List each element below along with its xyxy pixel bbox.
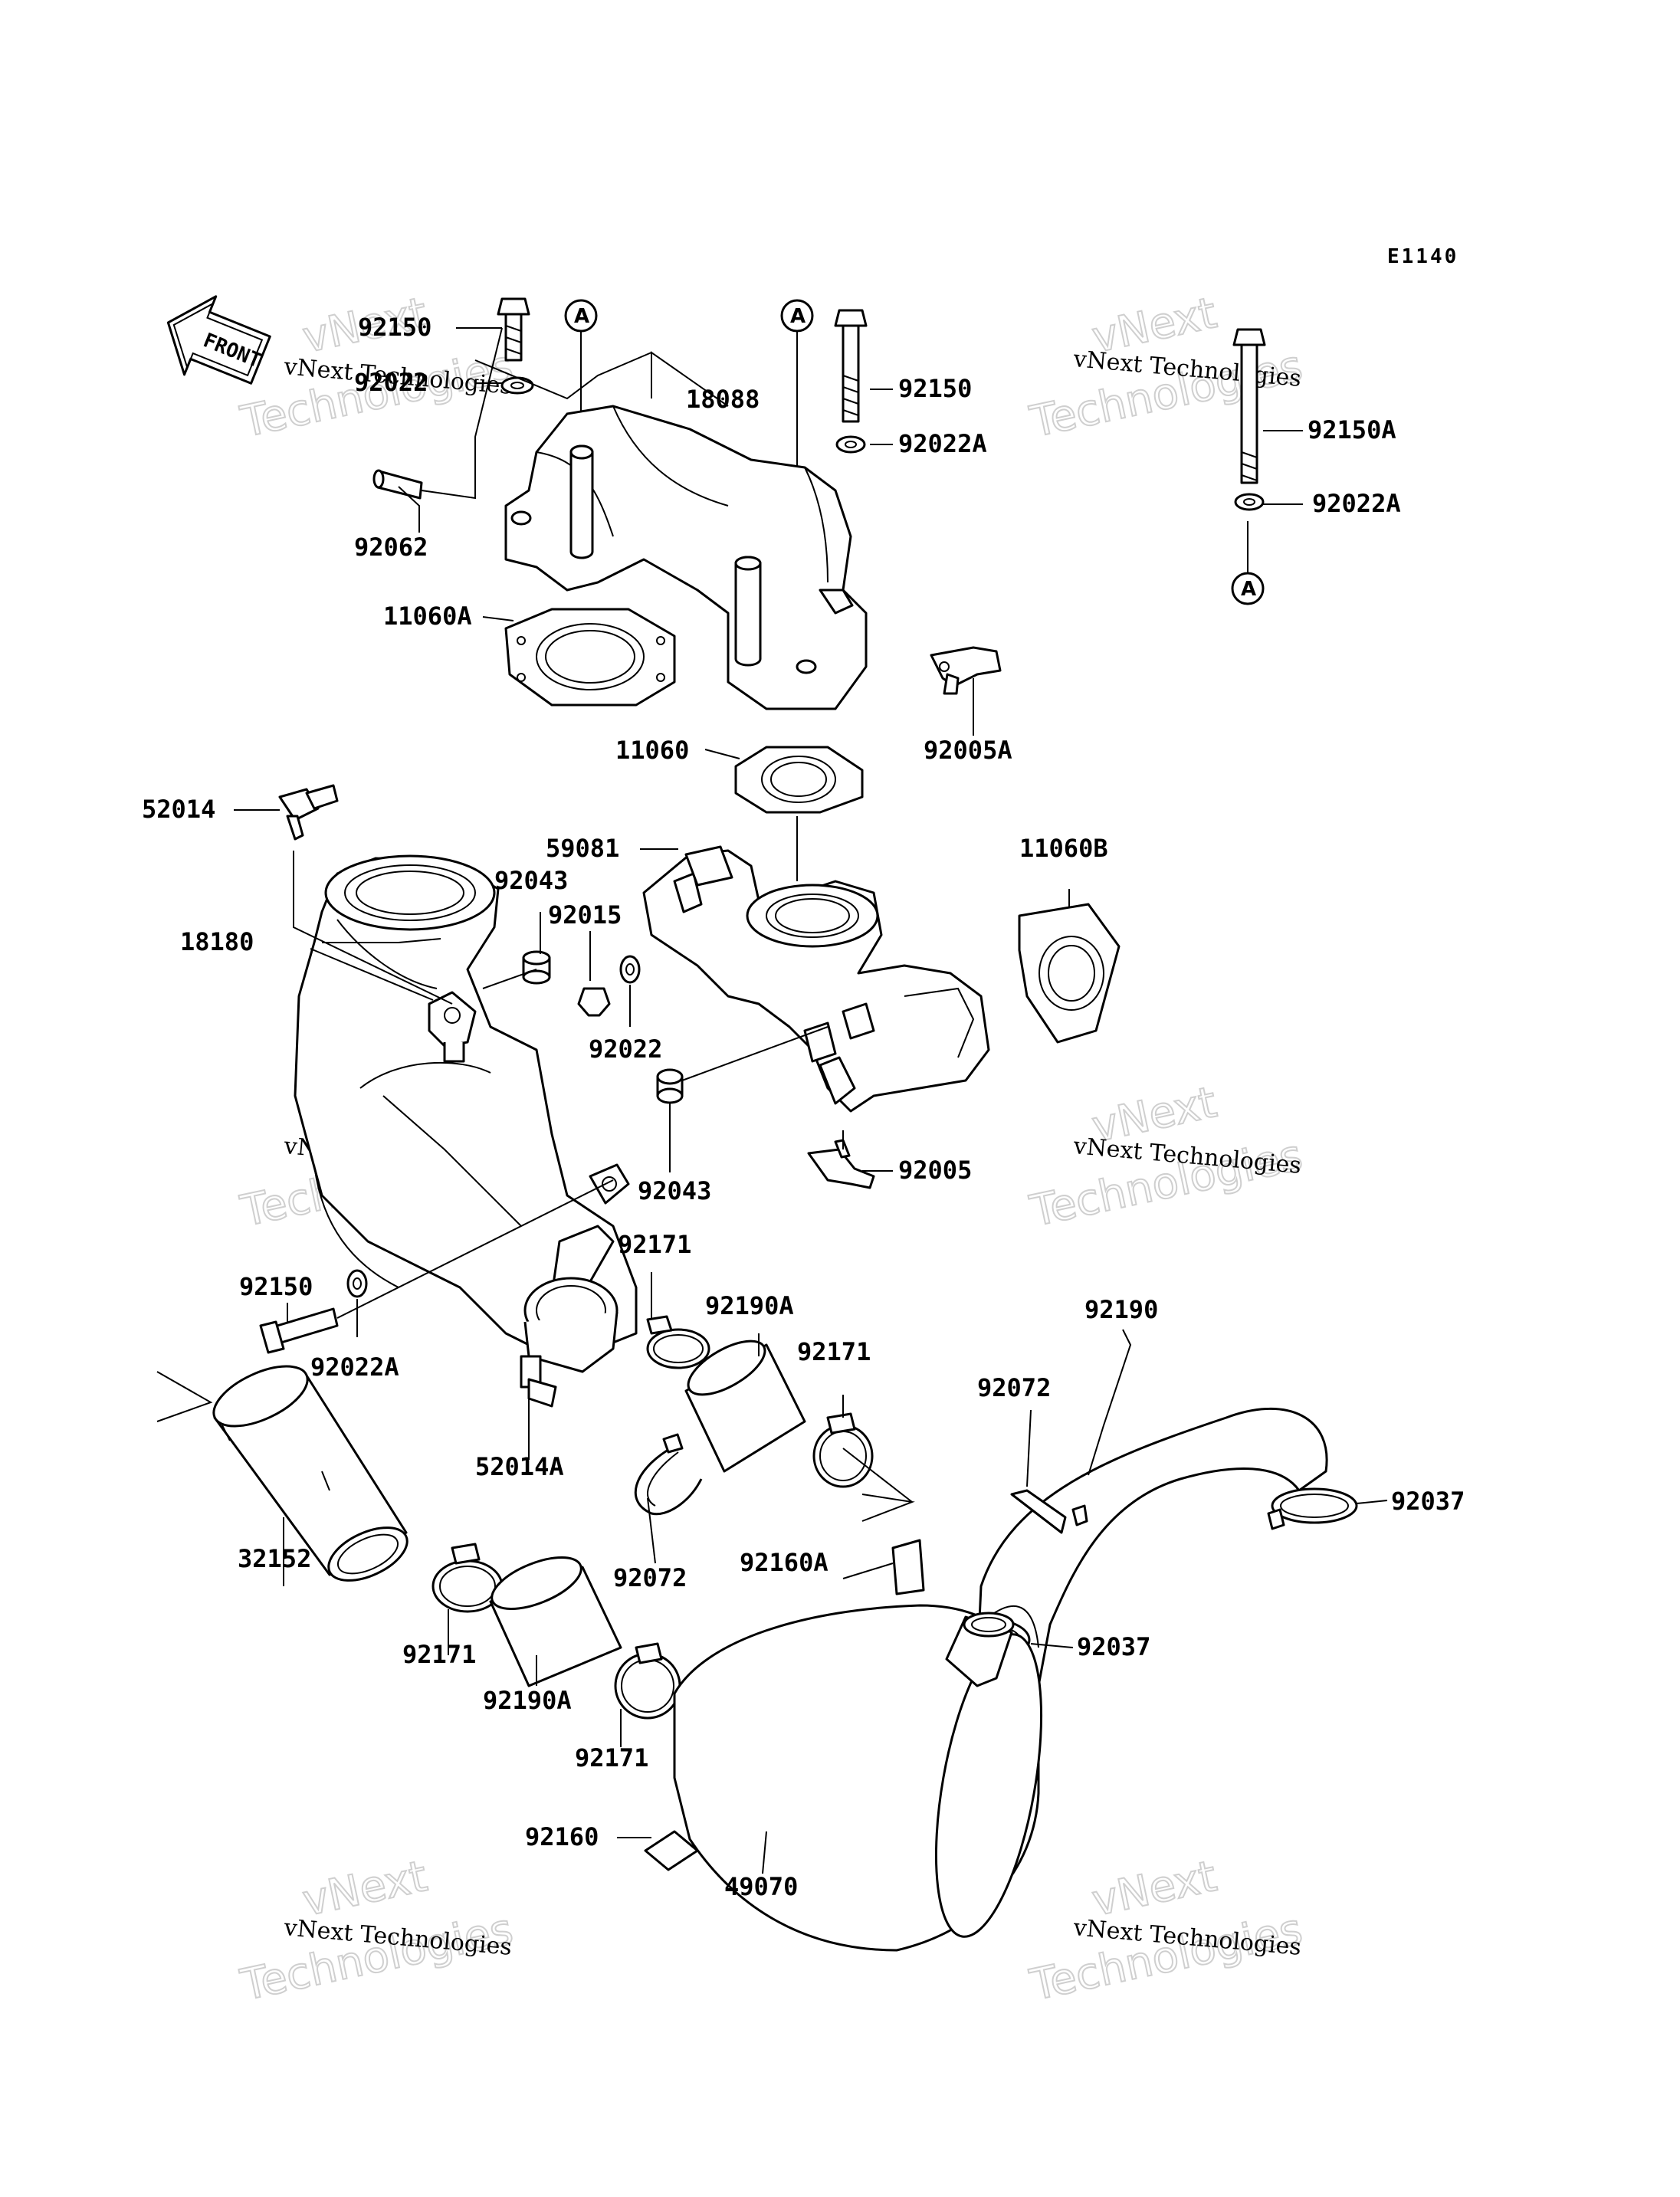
- gasket-11060a: [504, 608, 676, 707]
- stud-92062: [372, 469, 423, 500]
- part-label: 92190: [1084, 1295, 1158, 1324]
- part-label: 52014: [142, 795, 215, 824]
- nut-92015: [577, 987, 611, 1017]
- part-label: 92037: [1077, 1632, 1150, 1661]
- fitting-92005a: [930, 646, 1002, 695]
- watermark-bottom-left: vNext Technologies vNext Technologies: [235, 1851, 517, 2012]
- spacer-92043-upper: [522, 950, 551, 985]
- part-label: 11060: [615, 736, 689, 765]
- part-label: 32152: [238, 1544, 311, 1573]
- clamp-92171-d: [614, 1642, 681, 1720]
- expansion-chamber: [294, 854, 638, 1373]
- part-label: 92072: [977, 1373, 1051, 1402]
- part-label: 92190A: [483, 1686, 572, 1715]
- watermark-word: vNext: [298, 1851, 431, 1926]
- bolt-92150-lower: [259, 1307, 339, 1354]
- part-label: 92150: [898, 374, 972, 403]
- part-label: 11060A: [383, 602, 472, 631]
- exhaust-manifold: [504, 405, 868, 710]
- svg-text:A: A: [1241, 578, 1256, 601]
- part-label: 92150: [239, 1272, 313, 1301]
- gasket-11060b: [1018, 903, 1121, 1044]
- diagram-code: E1140: [1387, 245, 1459, 268]
- ref-marker-a-1: A: [564, 299, 598, 475]
- part-label: 92062: [354, 533, 428, 562]
- part-label: 11060B: [1019, 834, 1108, 863]
- part-label: 92171: [402, 1640, 476, 1669]
- part-label: 92043: [494, 866, 568, 895]
- washer-92022-mid: [619, 955, 641, 984]
- watermark-top-right: vNext Technologies vNext Technologies: [1025, 287, 1307, 448]
- part-label: 49070: [724, 1872, 798, 1901]
- part-label: 92037: [1391, 1487, 1465, 1516]
- label-plate-92160a: [891, 1539, 925, 1595]
- clamp-92037-right: [1267, 1487, 1358, 1530]
- watermark-mid-right: vNext Technologies vNext Technologies: [1025, 1077, 1307, 1238]
- elbow-52014a: [520, 1355, 557, 1408]
- hose-92190a-a: [684, 1340, 806, 1473]
- part-label: 92022A: [310, 1353, 399, 1382]
- part-label: 92171: [575, 1743, 648, 1772]
- part-label: 92072: [613, 1563, 687, 1592]
- part-label: 59081: [546, 834, 619, 863]
- part-labels: 92150 92022 92062 18088 92150 92022A 921…: [142, 313, 1465, 1901]
- part-label: 92022: [589, 1035, 662, 1064]
- part-label: 18180: [180, 927, 254, 956]
- clamp-92171-c: [431, 1543, 504, 1613]
- clamp-92171-a: [646, 1315, 710, 1369]
- part-label: 52014A: [475, 1452, 564, 1481]
- part-label: 92022A: [1312, 489, 1401, 518]
- tail-pipe-32152: [212, 1365, 409, 1582]
- fitting-92005: [807, 1139, 875, 1189]
- head-pipe: [642, 845, 990, 1113]
- part-label: 92005: [898, 1156, 972, 1185]
- bolt-92150-top-mid: [834, 309, 868, 423]
- leader-lines: [156, 327, 1388, 1874]
- part-label: 92022: [354, 368, 428, 397]
- washer-92022a-top-mid: [835, 435, 866, 454]
- hose-92190a-b: [489, 1556, 622, 1687]
- part-label: 92160A: [740, 1548, 829, 1577]
- svg-text:A: A: [574, 305, 589, 328]
- front-arrow-icon: FRONT: [166, 295, 271, 385]
- muffler-49070: [673, 1604, 1043, 1952]
- part-label: 92022A: [898, 429, 987, 458]
- clamp-92171-b: [812, 1412, 874, 1488]
- part-label: 18088: [686, 385, 760, 414]
- washer-92022a-lower: [346, 1269, 368, 1298]
- part-label: 92160: [525, 1822, 599, 1851]
- part-label: 92005A: [924, 736, 1012, 765]
- part-label: 92190A: [705, 1291, 794, 1320]
- washer-92022a-right: [1234, 493, 1265, 511]
- watermark-word: vNext: [1088, 1851, 1221, 1926]
- part-label: 92171: [797, 1337, 871, 1366]
- part-label: 92150A: [1308, 415, 1396, 444]
- washer-92022-top-left: [500, 376, 534, 395]
- part-label: 92015: [548, 900, 622, 930]
- svg-text:A: A: [790, 305, 806, 328]
- part-label: 92043: [638, 1176, 711, 1205]
- clamp-ring-92072-a: [634, 1433, 703, 1516]
- bolt-92150-top-left: [497, 297, 530, 362]
- watermark-bottom-right: vNext Technologies vNext Technologies: [1025, 1851, 1307, 2012]
- part-label: 92150: [358, 313, 431, 342]
- part-label: 92171: [618, 1230, 691, 1259]
- gasket-11060: [734, 746, 864, 814]
- ref-marker-a-3: A: [1231, 521, 1265, 605]
- elbow-52014: [278, 784, 339, 841]
- spacer-92043-lower: [656, 1068, 684, 1104]
- bolt-92150a: [1232, 328, 1266, 484]
